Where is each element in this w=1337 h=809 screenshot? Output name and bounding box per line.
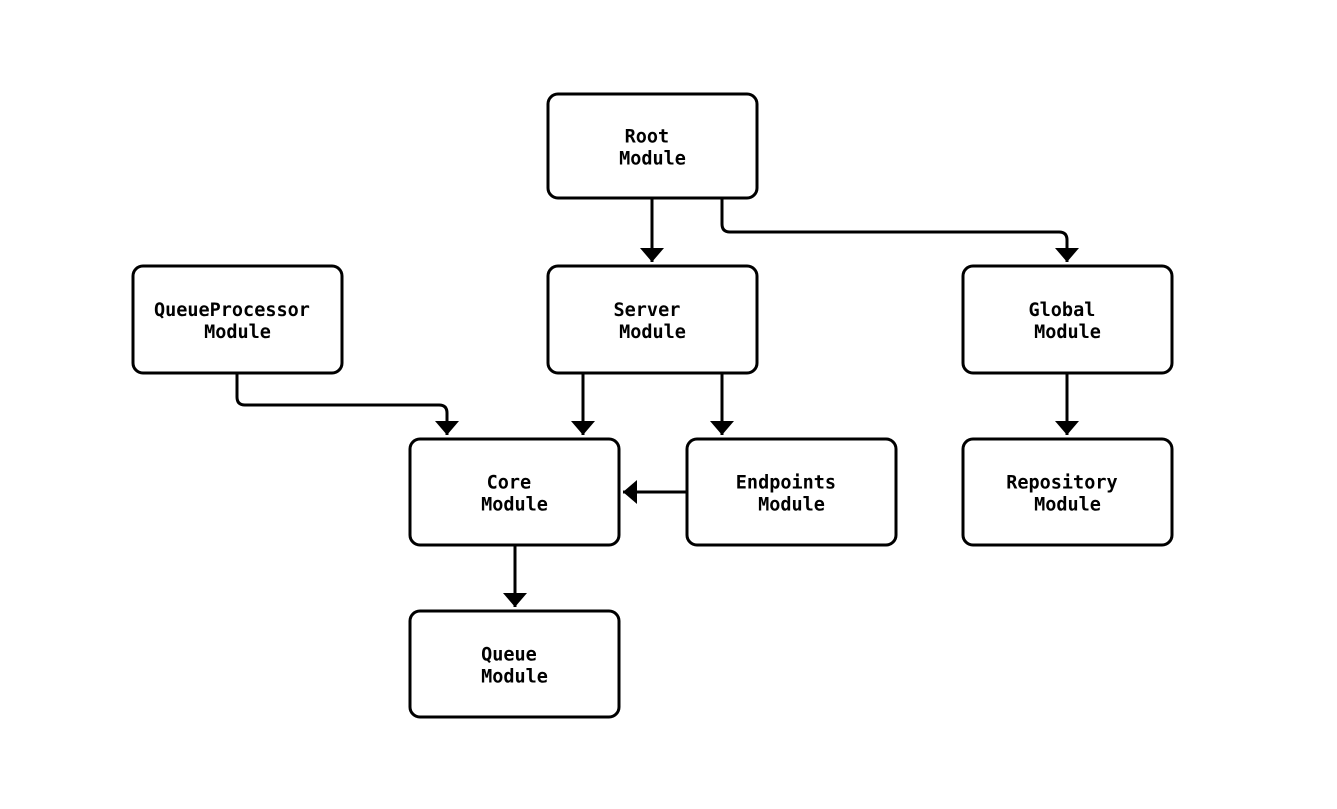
node-repository-module-box bbox=[961, 437, 1174, 547]
node-repository-module-label: Repository Module bbox=[1006, 473, 1129, 516]
node-root-module-box bbox=[546, 92, 759, 200]
edge-queueprocessor-to-core bbox=[235, 373, 459, 435]
node-root-module-label: Root Module bbox=[619, 127, 686, 170]
node-root-module: Root Module bbox=[546, 92, 759, 200]
node-queueprocessor-module: QueueProcessor Module bbox=[131, 264, 344, 375]
node-endpoints-module-label: Endpoints Module bbox=[736, 473, 847, 516]
node-endpoints-module: Endpoints Module bbox=[685, 437, 898, 547]
node-server-module-box bbox=[546, 264, 759, 375]
node-queue-module: Queue Module bbox=[408, 609, 621, 719]
nodes: Root Module QueueProcessor Module Server… bbox=[131, 92, 1174, 719]
node-queue-module-label: Queue Module bbox=[481, 645, 548, 688]
node-core-module: Core Module bbox=[408, 437, 621, 547]
edges bbox=[235, 198, 1079, 607]
node-server-module: Server Module bbox=[546, 264, 759, 375]
node-queue-module-box bbox=[408, 609, 621, 719]
node-server-module-label: Server Module bbox=[614, 300, 692, 343]
node-repository-module: Repository Module bbox=[961, 437, 1174, 547]
node-global-module-box bbox=[961, 264, 1174, 375]
node-core-module-box bbox=[408, 437, 621, 547]
node-endpoints-module-box bbox=[685, 437, 898, 547]
node-core-module-label: Core Module bbox=[481, 473, 548, 516]
edge-root-to-global bbox=[720, 198, 1079, 262]
node-queueprocessor-module-label: QueueProcessor Module bbox=[154, 300, 321, 343]
node-queueprocessor-module-box bbox=[131, 264, 344, 375]
node-global-module-label: Global Module bbox=[1029, 300, 1107, 343]
node-global-module: Global Module bbox=[961, 264, 1174, 375]
